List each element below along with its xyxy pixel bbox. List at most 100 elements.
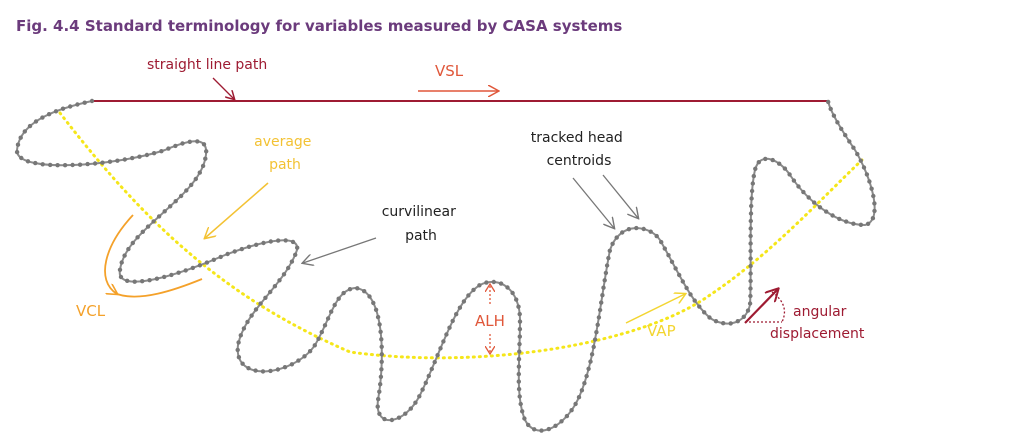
centroid-dot bbox=[377, 322, 382, 327]
centroid-dot bbox=[236, 340, 241, 345]
centroid-dot bbox=[741, 314, 746, 319]
centroid-dot bbox=[692, 298, 697, 303]
centroid-dot bbox=[190, 265, 195, 271]
centroid-dot bbox=[806, 195, 811, 200]
centroid-dot bbox=[33, 119, 39, 124]
centroid-dot bbox=[514, 297, 519, 302]
centroid-dot bbox=[92, 161, 98, 166]
straight-line-path-label: straight line path bbox=[147, 57, 267, 73]
centroid-dot bbox=[461, 299, 467, 304]
centroid-dot bbox=[130, 240, 135, 246]
centroid-dot bbox=[100, 160, 105, 165]
centroid-dot bbox=[377, 389, 382, 394]
centroid-dot bbox=[282, 365, 288, 370]
centroid-dot bbox=[564, 413, 570, 419]
centroid-dot bbox=[378, 374, 384, 379]
centroid-dot bbox=[602, 278, 607, 283]
centroid-dot bbox=[144, 152, 150, 158]
centroid-dot bbox=[457, 305, 463, 310]
centroid-dot bbox=[118, 274, 124, 280]
centroid-dot bbox=[614, 235, 619, 240]
figure-title: Fig. 4.4 Standard terminology for variab… bbox=[16, 17, 623, 35]
centroid-dot bbox=[355, 286, 360, 291]
centroid-dot bbox=[77, 162, 83, 167]
centroid-dot bbox=[429, 366, 434, 372]
centroid-dot bbox=[677, 272, 682, 278]
centroid-dot bbox=[176, 270, 181, 275]
centroid-dot bbox=[68, 104, 73, 109]
centroid-dot bbox=[648, 229, 653, 234]
centroid-dot bbox=[307, 349, 313, 354]
centroid-dot bbox=[408, 406, 413, 411]
centroid-dot bbox=[162, 209, 167, 214]
centroid-dot bbox=[606, 255, 611, 261]
centroid-dot bbox=[867, 179, 872, 184]
centroid-dot bbox=[516, 304, 521, 309]
centroid-dot bbox=[151, 151, 157, 156]
centroid-dot bbox=[253, 307, 259, 312]
centroid-dot bbox=[162, 274, 167, 280]
centroid-dot bbox=[559, 419, 564, 424]
average-path-pointer bbox=[205, 182, 269, 238]
centroid-dot bbox=[403, 411, 408, 416]
centroid-dot bbox=[316, 336, 321, 341]
centroid-dot bbox=[750, 181, 755, 186]
centroid-dot bbox=[835, 120, 840, 125]
centroid-dot bbox=[516, 386, 522, 392]
centroid-dot bbox=[432, 359, 437, 365]
centroid-dot bbox=[137, 154, 142, 159]
centroid-dot bbox=[770, 157, 775, 163]
centroid-dot bbox=[362, 289, 367, 294]
centroid-dot bbox=[666, 253, 671, 258]
centroid-dot bbox=[471, 287, 476, 293]
centroid-dot bbox=[336, 296, 341, 301]
centroid-dot bbox=[626, 227, 632, 232]
centroid-dot bbox=[197, 263, 203, 268]
centroid-dot bbox=[413, 400, 418, 405]
centroid-dot bbox=[40, 162, 45, 167]
centroid-dot bbox=[70, 162, 75, 168]
centroid-dot bbox=[178, 193, 184, 199]
centroid-dot bbox=[869, 186, 874, 191]
centroid-dot bbox=[865, 221, 871, 226]
centroid-dot bbox=[426, 373, 431, 379]
centroid-dot bbox=[851, 145, 856, 150]
centroid-dot bbox=[749, 188, 755, 194]
centroid-dot bbox=[302, 354, 307, 359]
centroid-dot bbox=[688, 292, 693, 297]
centroid-dot bbox=[843, 132, 848, 138]
centroid-dot bbox=[62, 163, 68, 168]
centroid-dot bbox=[200, 163, 206, 169]
centroid-dot bbox=[296, 358, 301, 363]
centroid-dot bbox=[33, 160, 38, 166]
centroid-dot bbox=[417, 394, 422, 399]
centroid-dot bbox=[673, 266, 678, 271]
centroid-dot bbox=[684, 285, 689, 291]
centroid-dot bbox=[204, 260, 210, 265]
centroid-dot bbox=[156, 214, 162, 219]
centroid-dot bbox=[861, 165, 867, 170]
centroid-dot bbox=[844, 219, 849, 224]
centroid-dot bbox=[189, 182, 194, 188]
centroid-dot bbox=[796, 184, 801, 189]
centroid-dot bbox=[491, 279, 496, 285]
centroid-dot bbox=[782, 166, 788, 171]
centroid-dot bbox=[225, 251, 230, 257]
centroid-dot bbox=[532, 427, 537, 432]
centroid-dot bbox=[25, 159, 31, 164]
vap-arrow bbox=[625, 294, 685, 324]
centroid-dot bbox=[517, 341, 522, 347]
centroid-dot bbox=[801, 189, 806, 195]
centroid-dot bbox=[281, 272, 287, 277]
centroid-dot bbox=[347, 287, 353, 292]
centroid-dot bbox=[218, 254, 223, 260]
centroid-dot bbox=[240, 361, 245, 366]
centroid-dot bbox=[517, 394, 522, 399]
centroid-dot bbox=[85, 161, 90, 167]
centroid-dot bbox=[787, 172, 792, 177]
centroid-dot bbox=[293, 252, 298, 257]
tracked-head-centroid-dots bbox=[14, 98, 877, 433]
centroid-dot bbox=[341, 290, 346, 296]
centroid-dot bbox=[594, 330, 599, 335]
centroid-dot bbox=[584, 373, 589, 379]
